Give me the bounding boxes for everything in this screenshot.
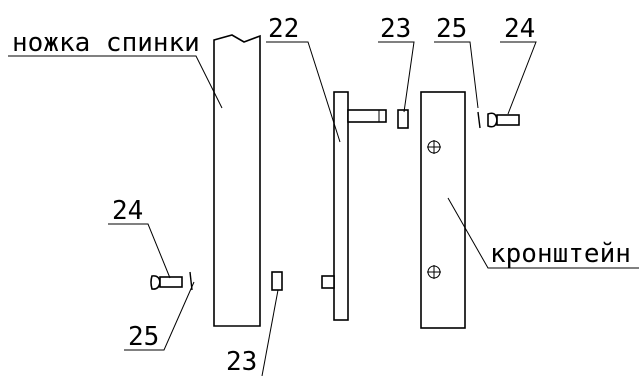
part-23-bushing-top — [397, 109, 409, 129]
bracket-hole-bottom — [427, 265, 441, 279]
bracket — [420, 91, 466, 329]
part-25-washer-top — [477, 111, 481, 129]
leader-lines — [8, 41, 639, 376]
label-part-25-left: 25 — [128, 322, 159, 352]
label-part-23-bottom: 23 — [226, 347, 257, 376]
part-23-bushing-bottom — [271, 271, 283, 291]
label-part-24-left: 24 — [112, 196, 143, 226]
part-22-plate — [321, 91, 387, 321]
part-24-screw-left — [150, 275, 183, 290]
bracket-hole-top — [427, 140, 441, 154]
label-part-25-top: 25 — [436, 14, 467, 44]
part-24-screw-top — [487, 112, 520, 128]
label-part-23-top: 23 — [380, 14, 411, 44]
label-bracket: кронштейн — [490, 239, 631, 269]
label-part-22: 22 — [268, 14, 299, 44]
label-chair-back-leg: ножка спинки — [12, 28, 200, 58]
chair-back-leg — [213, 34, 261, 327]
label-part-24-top: 24 — [504, 14, 535, 44]
